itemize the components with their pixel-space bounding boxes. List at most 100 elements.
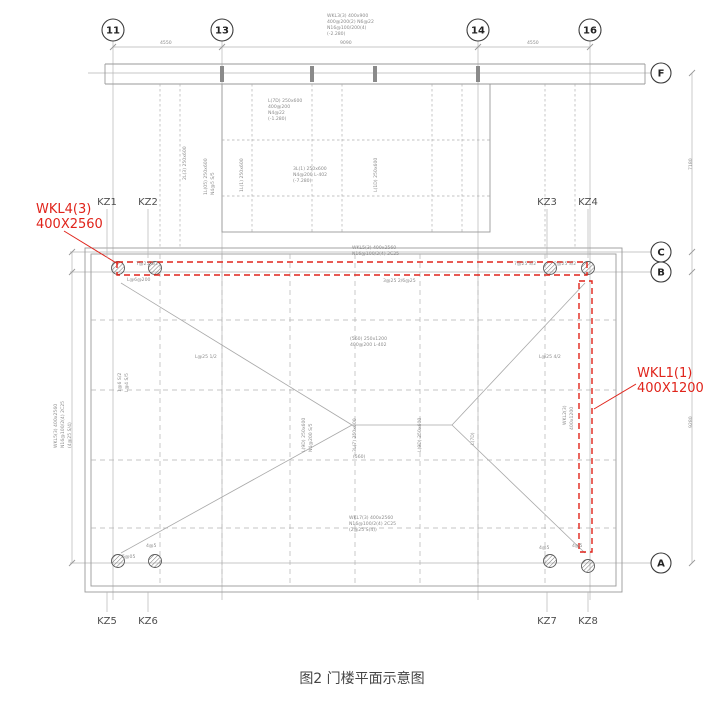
annotation-note: 2L(3) 250x600	[182, 146, 188, 180]
annotation-note: WKL3(3) 400x900	[327, 13, 368, 19]
annotation-note: L@25 1/2	[195, 354, 217, 360]
annotation-note: WKL5(3) 400x2560	[352, 245, 396, 251]
annotation-note: 7180	[688, 158, 694, 170]
annotation-note: 2@25 S/2	[554, 261, 576, 267]
annotation-note: 3L(1) 250x600	[293, 166, 327, 172]
annotation-note: 3L(7) 250x600	[352, 418, 358, 452]
grid-bubbles-right: F C B A	[650, 62, 672, 574]
annotation-note: WKL7(3) 400x2560	[349, 515, 393, 521]
annotation-note: N16@100/200(4)	[327, 25, 367, 31]
column-symbol	[148, 554, 162, 568]
wkl1-label-line2: 400X1200	[637, 381, 704, 396]
annotation-note: (-7.280)	[293, 178, 312, 184]
annotation-note: 400@200 L-402	[350, 342, 387, 348]
column-symbol	[543, 554, 557, 568]
annotation-note: 7@25 S/2	[136, 261, 158, 267]
grid-bubble-16: 16	[578, 18, 602, 42]
annotation-note: 4@5	[146, 543, 157, 549]
floor-plan-drawing: WKL4(3) 400X2560 WKL1(1) 400X1200 11 13 …	[36, 13, 704, 627]
main-slab-outline	[84, 247, 623, 593]
column-symbol	[111, 554, 125, 568]
svg-text:C: C	[657, 248, 664, 259]
annotation-note: 400@200	[268, 104, 290, 110]
svg-text:A: A	[657, 559, 665, 570]
hip-lines	[120, 282, 586, 554]
column-labels: KZ1 KZ2 KZ3 KZ4 KZ5 KZ6 KZ7 KZ8	[97, 197, 598, 627]
annotation-note: L@4 S/5	[124, 373, 130, 392]
svg-text:B: B	[657, 268, 665, 279]
annotation-note: L(1D) 250x600	[373, 158, 379, 192]
annotation-note: 400x1200	[569, 407, 575, 430]
figure-caption: 图2 门楼平面示意图	[299, 671, 425, 687]
annotation-note: 4550	[160, 40, 172, 46]
annotation-note: N4@22	[268, 110, 285, 116]
annotation-note: N4@200 L-402	[293, 172, 327, 178]
column-label-kz3: KZ3	[537, 197, 557, 208]
annotation-note: 1L(05) 250x600	[203, 158, 209, 195]
slab-grid	[91, 254, 616, 586]
annotation-note: L(7D)	[470, 432, 476, 445]
svg-text:13: 13	[215, 26, 229, 37]
column-label-kz6: KZ6	[138, 616, 158, 627]
grid-bubble-14: 14	[466, 18, 490, 42]
annotation-note: L(9D) 250x600	[301, 418, 307, 452]
annotation-note: 5@05	[122, 554, 135, 560]
annotation-note: 3@25 2/6@25	[383, 278, 416, 284]
wkl4-leader-line	[63, 230, 119, 265]
beam-highlights	[116, 261, 593, 553]
annotation-note: L(7D) 250x600	[268, 98, 302, 104]
grid-bubble-b: B	[650, 261, 672, 283]
annotation-note: (-1.280)	[268, 116, 287, 122]
column-label-kz7: KZ7	[537, 616, 557, 627]
columns-symbols	[111, 261, 595, 573]
svg-text:16: 16	[583, 26, 597, 37]
annotation-note: N16@100/2(4) 2C25	[349, 521, 396, 527]
annotation-wkl4: WKL4(3) 400X2560	[36, 202, 119, 265]
dimension-lines	[68, 43, 696, 567]
annotation-note: L(9D) 250x600	[417, 418, 423, 452]
column-label-kz4: KZ4	[578, 197, 598, 208]
column-label-kz2: KZ2	[138, 197, 158, 208]
grid-bubble-a: A	[650, 552, 672, 574]
wkl4-beam-highlight	[116, 261, 588, 276]
annotation-note: (4@25 S/4)	[67, 422, 73, 448]
annotation-note: (560) 250x1200	[350, 336, 387, 342]
annotation-note: 4@5	[572, 543, 583, 549]
annotation-note: L@6@200	[127, 277, 151, 283]
column-label-kz1: KZ1	[97, 197, 117, 208]
annotation-note: 1L(1) 250x600	[239, 158, 245, 192]
annotation-note: WKL5(3) 400x2560	[53, 404, 59, 448]
annotation-note: L@25 4/2	[539, 354, 561, 360]
annotation-note: 1@6 S/2	[117, 373, 123, 392]
annotation-wkl1: WKL1(1) 400X1200	[593, 366, 704, 410]
svg-text:F: F	[658, 69, 665, 80]
annotation-note: (560)	[353, 454, 366, 460]
column-symbol	[581, 559, 595, 573]
wkl1-leader-line	[593, 383, 637, 410]
annotation-note: 4@5	[539, 545, 550, 551]
column-symbol	[581, 261, 595, 275]
grid-bubble-11: 11	[101, 18, 125, 42]
annotation-note: 7@25 S/2	[514, 261, 536, 267]
canopy-structure	[104, 63, 646, 248]
annotation-note: N16@100/2(4) 2C25	[60, 401, 66, 448]
wkl1-beam-highlight	[578, 280, 593, 553]
annotation-note: 9280	[688, 416, 694, 428]
column-label-kz5: KZ5	[97, 616, 117, 627]
grid-bubbles-top: 11 13 14 16	[101, 18, 602, 42]
annotation-note: (-2.280)	[327, 31, 346, 37]
svg-text:14: 14	[471, 26, 485, 37]
annotation-note: N16@100/2(4) 2C25	[352, 251, 399, 257]
svg-text:11: 11	[106, 26, 120, 37]
wkl4-label-line2: 400X2560	[36, 217, 103, 232]
wkl1-label-line1: WKL1(1)	[637, 366, 692, 381]
column-label-kz8: KZ8	[578, 616, 598, 627]
annotation-note: (2@25 S(4))	[349, 527, 377, 533]
wkl4-label-line1: WKL4(3)	[36, 202, 91, 217]
grid-bubble-13: 13	[210, 18, 234, 42]
annotation-note: 400@200(2) N6@22	[327, 19, 374, 25]
annotation-note: WKL2(3)	[562, 405, 568, 425]
annotation-note: N4@5 S/5	[210, 172, 216, 195]
